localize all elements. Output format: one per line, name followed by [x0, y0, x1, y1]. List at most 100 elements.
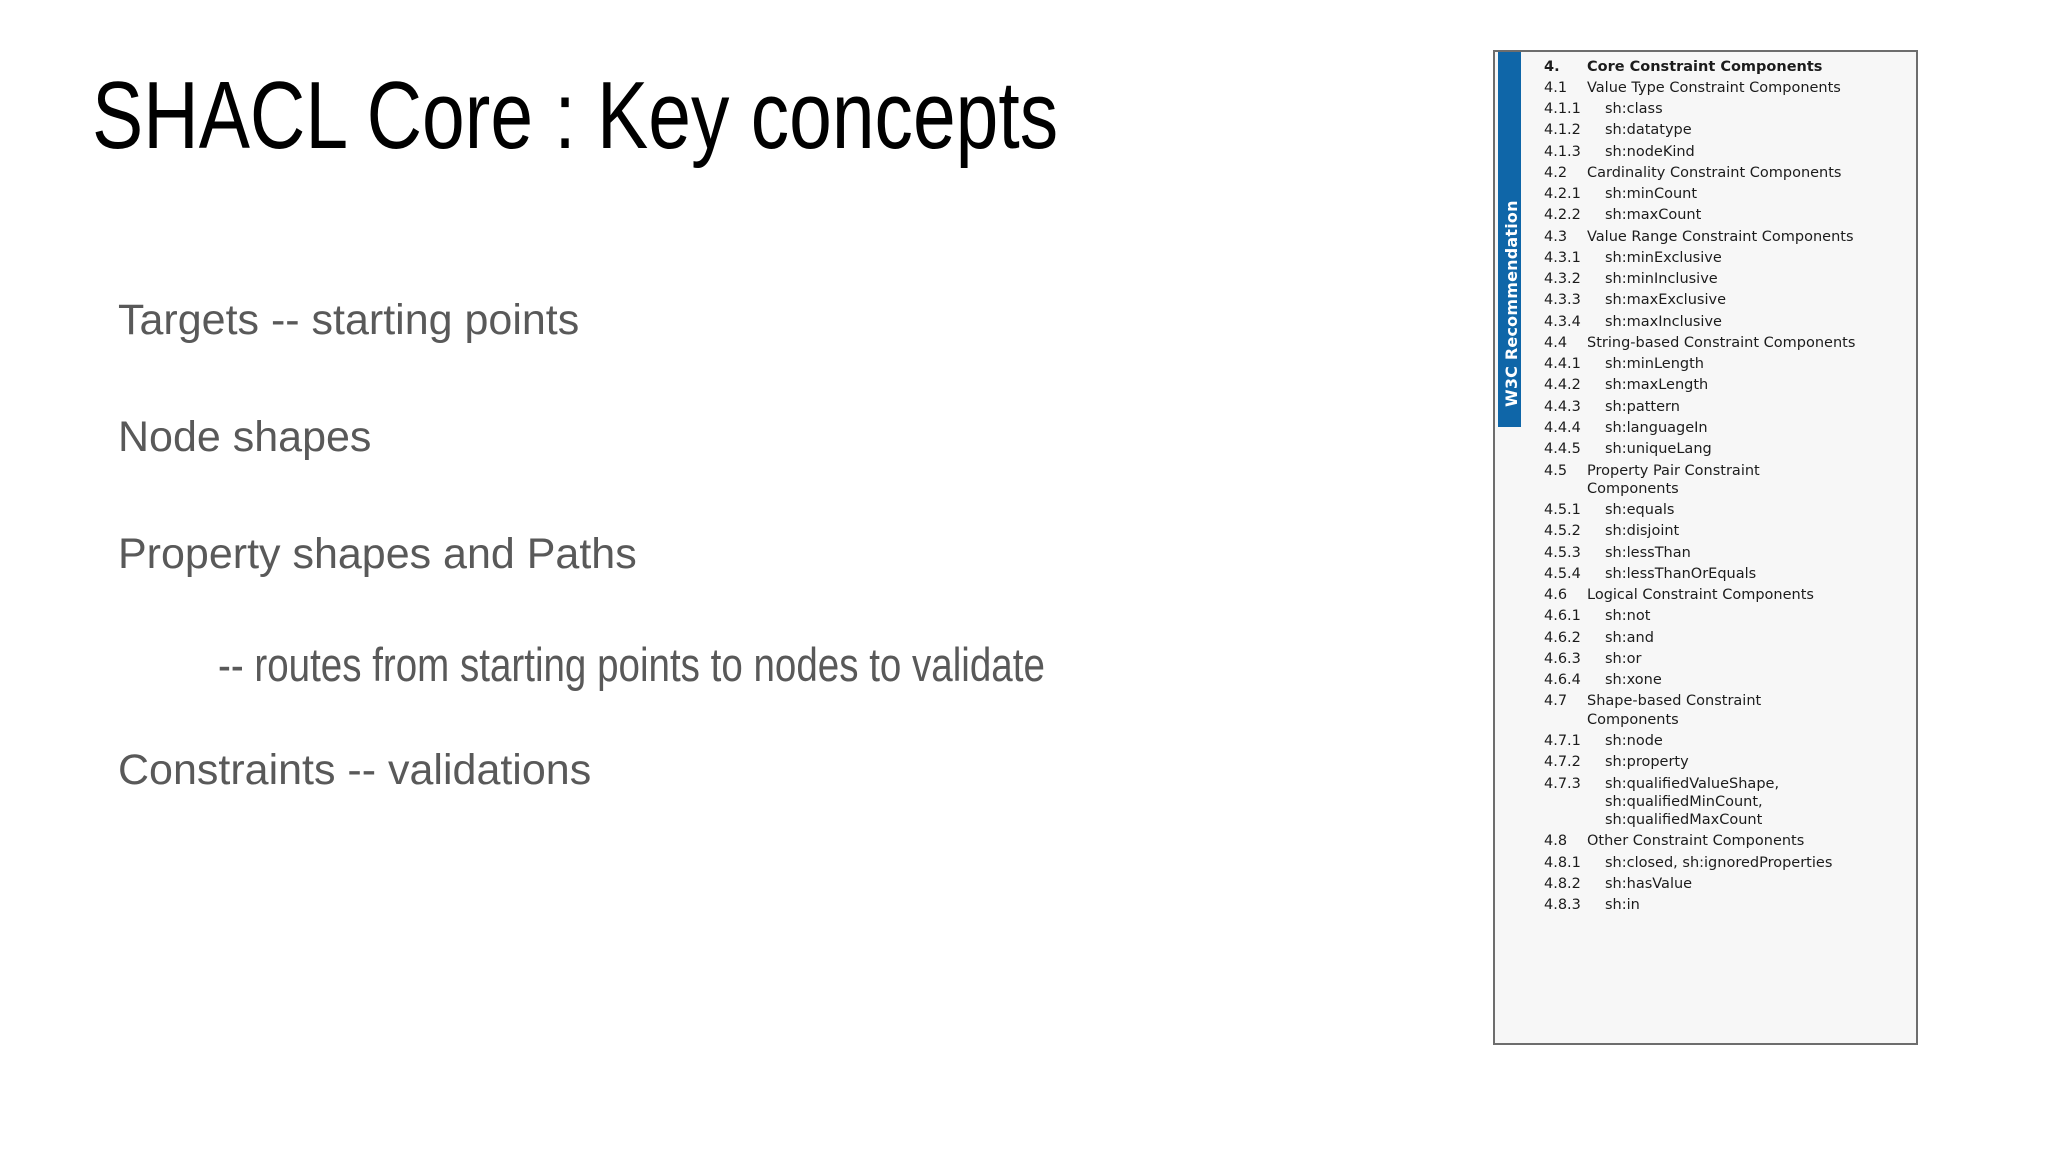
toc-row-number: 4.4.2 — [1544, 377, 1581, 394]
toc-row-number: 4.3.1 — [1544, 249, 1581, 266]
toc-row[interactable]: 4.4.5 sh:uniqueLang — [1521, 439, 1916, 460]
toc-row-label: sh:maxInclusive — [1605, 313, 1722, 330]
toc-row-number: 4.6.3 — [1544, 650, 1581, 667]
toc-row[interactable]: 4.4.1 sh:minLength — [1521, 354, 1916, 375]
page-title: SHACL Core : Key concepts — [92, 62, 1059, 169]
toc-row-label: Logical Constraint Components — [1587, 587, 1814, 604]
toc-row-label: sh:lessThanOrEquals — [1605, 565, 1757, 582]
toc-row-number: 4.4.4 — [1544, 420, 1581, 437]
toc-row-label: String-based Constraint Components — [1587, 334, 1856, 351]
toc-row[interactable]: 4.5.1 sh:equals — [1521, 500, 1916, 521]
toc-row-number: 4.4.3 — [1544, 398, 1581, 415]
toc-row-label: sh:disjoint — [1605, 523, 1680, 540]
toc-row[interactable]: 4.5.4 sh:lessThanOrEquals — [1521, 563, 1916, 584]
toc-row-label: sh:qualifiedValueShape, sh:qualifiedMinC… — [1605, 775, 1780, 829]
toc-row[interactable]: 4.4.3 sh:pattern — [1521, 396, 1916, 417]
toc-row-number: 4.4.5 — [1544, 441, 1581, 458]
toc-row[interactable]: 4.7.2 sh:property — [1521, 752, 1916, 773]
body-line: Property shapes and Paths — [118, 530, 637, 578]
toc-row-label: sh:in — [1605, 897, 1640, 914]
w3c-recommendation-tab-label: W3C Recommendation — [1502, 200, 1521, 407]
toc-row[interactable]: 4.4.2 sh:maxLength — [1521, 375, 1916, 396]
toc-row-label: Other Constraint Components — [1587, 833, 1805, 850]
toc-row[interactable]: 4.1 Value Type Constraint Components — [1521, 77, 1916, 98]
toc-row[interactable]: 4.6 Logical Constraint Components — [1521, 585, 1916, 606]
toc-row-number: 4.5.2 — [1544, 523, 1581, 540]
toc-row[interactable]: 4.7.1 sh:node — [1521, 731, 1916, 752]
toc-row-number: 4. — [1544, 58, 1560, 75]
toc-row-label: sh:minExclusive — [1605, 249, 1722, 266]
toc-row-label: sh:minCount — [1605, 186, 1698, 203]
toc-row-number: 4.3.4 — [1544, 313, 1581, 330]
toc-row-number: 4.4 — [1544, 334, 1568, 351]
toc-row-label: Value Range Constraint Components — [1587, 228, 1854, 245]
toc-row[interactable]: 4.2.1 sh:minCount — [1521, 184, 1916, 205]
toc-list: 4.Core Constraint Components 4.1 Value Typ… — [1521, 52, 1916, 1043]
toc-row-label: sh:minInclusive — [1605, 271, 1718, 288]
toc-row[interactable]: 4.8.3 sh:in — [1521, 895, 1916, 916]
toc-row-number: 4.2.1 — [1544, 186, 1581, 203]
toc-row-number: 4.5.4 — [1544, 565, 1581, 582]
toc-row-number: 4.8.1 — [1544, 854, 1581, 871]
toc-row-label: sh:maxLength — [1605, 377, 1709, 394]
toc-row[interactable]: 4.4.4 sh:languageIn — [1521, 418, 1916, 439]
toc-row[interactable]: 4.6.3 sh:or — [1521, 648, 1916, 669]
toc-row-label: Value Type Constraint Components — [1587, 79, 1841, 96]
toc-row-number: 4.7.1 — [1544, 733, 1581, 749]
toc-row-number: 4.7.3 — [1544, 775, 1581, 792]
toc-row-label: sh:pattern — [1605, 398, 1680, 415]
toc-row-number: 4.6.2 — [1544, 629, 1581, 646]
toc-row[interactable]: 4.4 String-based Constraint Components — [1521, 332, 1916, 353]
toc-row-label: sh:equals — [1605, 502, 1675, 519]
toc-row-number: 4.2.2 — [1544, 207, 1581, 224]
body-line: Targets -- starting points — [118, 296, 580, 344]
toc-row-number: 4.3.3 — [1544, 292, 1581, 309]
toc-row-label: sh:languageIn — [1605, 420, 1708, 437]
toc-row-number: 4.8.2 — [1544, 875, 1581, 892]
body-line: Node shapes — [118, 413, 372, 461]
w3c-toc-panel: W3C Recommendation 4.Core Constraint Com… — [1493, 50, 1918, 1045]
toc-row-number: 4.6 — [1544, 587, 1568, 604]
toc-row-number: 4.1.1 — [1544, 101, 1581, 118]
toc-row-number: 4.6.4 — [1544, 672, 1581, 689]
toc-row-label: sh:or — [1605, 650, 1642, 667]
body-line: Constraints -- validations — [118, 746, 592, 794]
toc-row[interactable]: 4.7 Shape-based Constraint Components — [1521, 691, 1916, 731]
toc-row-number: 4.4.1 — [1544, 356, 1581, 373]
toc-row-number: 4.8.3 — [1544, 897, 1581, 914]
toc-row[interactable]: 4.3.4 sh:maxInclusive — [1521, 311, 1916, 332]
toc-row-number: 4.7.2 — [1544, 754, 1581, 771]
toc-row-label: sh:not — [1605, 608, 1651, 625]
toc-row-number: 4.1 — [1544, 79, 1568, 96]
toc-row[interactable]: 4.7.3 sh:qualifiedValueShape, sh:qualifie… — [1521, 773, 1916, 831]
toc-row-label: Shape-based Constraint Components — [1587, 693, 1762, 728]
toc-row-label: sh:node — [1605, 733, 1663, 749]
toc-row-number: 4.7 — [1544, 693, 1568, 710]
toc-row-label: sh:uniqueLang — [1605, 441, 1712, 458]
toc-row-label: sh:minLength — [1605, 356, 1704, 373]
toc-row[interactable]: 4.5.2 sh:disjoint — [1521, 521, 1916, 542]
toc-row[interactable]: 4.3.3 sh:maxExclusive — [1521, 290, 1916, 311]
toc-row[interactable]: 4.Core Constraint Components — [1521, 56, 1916, 77]
toc-row-label: sh:property — [1605, 754, 1689, 771]
toc-row-number: 4.5.1 — [1544, 502, 1581, 519]
toc-row-number: 4.1.3 — [1544, 143, 1581, 160]
toc-row-label: sh:maxExclusive — [1605, 292, 1726, 309]
toc-row-number: 4.5.3 — [1544, 544, 1581, 561]
toc-row[interactable]: 4.3.1 sh:minExclusive — [1521, 247, 1916, 268]
